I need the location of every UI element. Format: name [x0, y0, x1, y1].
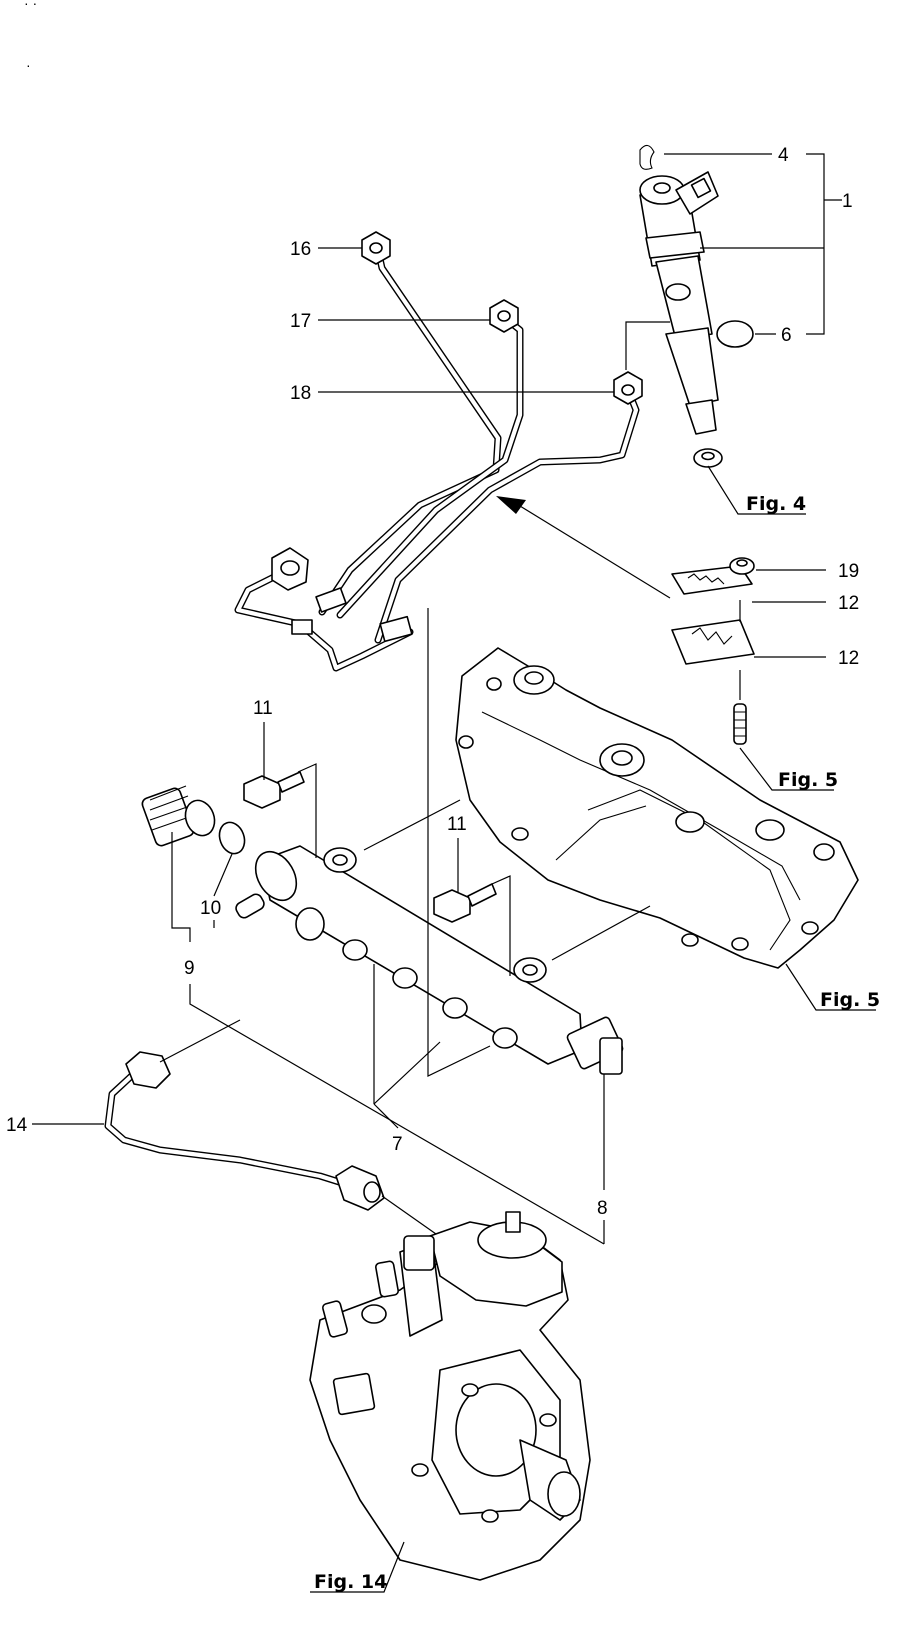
rail-end-cap	[254, 850, 298, 902]
injector-tip	[685, 399, 717, 435]
injection-pipes	[234, 231, 643, 672]
pump-bolt-1	[361, 1304, 387, 1324]
bracket-hole-5	[681, 933, 699, 947]
rail-outlet-4	[492, 1027, 518, 1049]
o-ring-part-10	[218, 821, 246, 855]
callout-8: 8	[597, 1198, 608, 1219]
callout-18: 18	[290, 383, 311, 404]
callout-17: 17	[290, 311, 311, 332]
pipe-clamp-3	[291, 619, 313, 635]
callout-9: 9	[184, 958, 195, 979]
injector-inlet-port	[665, 283, 691, 301]
injector-nozzle-body	[665, 327, 719, 407]
corner-mark-2: ·	[26, 57, 31, 73]
fig-ref-14[interactable]: Fig. 14	[314, 1571, 387, 1593]
rail-body	[261, 845, 583, 1065]
flange-bolt-11b	[433, 889, 471, 923]
pump-fitting-1	[375, 1260, 399, 1298]
injector-top-bore	[653, 182, 671, 194]
bracket-hole-1	[813, 843, 835, 861]
pump-name-plate	[332, 1372, 376, 1416]
injector-collar	[645, 231, 705, 259]
callout-4: 4	[778, 145, 789, 166]
pipe-clamp-1	[315, 587, 347, 613]
callout-10: 10	[200, 898, 221, 919]
plug-cap	[184, 799, 216, 837]
common-rail	[235, 845, 624, 1075]
callout-16: 16	[290, 239, 311, 260]
callout-11-upper: 11	[253, 698, 273, 719]
high-pressure-pump	[309, 1211, 591, 1581]
corner-mark-1: · ·	[24, 0, 37, 11]
bracket-hole-3	[458, 735, 474, 749]
fig-ref-5-upper[interactable]: Fig. 5	[778, 769, 838, 791]
sensor-connector-part-8	[599, 1037, 623, 1075]
stud-bolt	[733, 703, 747, 745]
fig-ref-4[interactable]: Fig. 4	[746, 493, 806, 515]
pump-shaft-end	[547, 1471, 581, 1517]
wire-clip-part-4	[639, 144, 655, 170]
clamp-plate-lower	[671, 619, 755, 665]
rail-boss-a	[295, 907, 325, 941]
injector-assembly	[639, 144, 754, 468]
clamp-set	[671, 557, 755, 745]
bracket-boss-3	[675, 811, 705, 833]
bracket-hole-2	[486, 677, 502, 691]
callout-7: 7	[392, 1134, 403, 1155]
washer-hole	[701, 451, 715, 461]
pump-flange-face	[455, 1383, 537, 1477]
bracket-hole-6	[731, 937, 749, 951]
bracket-outline	[455, 647, 859, 969]
rail-outlet-1	[342, 939, 368, 961]
callout-6: 6	[781, 325, 792, 346]
callout-19: 19	[838, 561, 859, 582]
pump-fitting-2	[322, 1300, 348, 1338]
rail-return-port	[235, 893, 265, 919]
rail-plug	[141, 785, 246, 855]
rail-bolts	[243, 771, 497, 923]
callout-11-lower: 11	[447, 814, 467, 835]
callout-12-upper: 12	[838, 593, 859, 614]
pipe-clamp-2	[379, 615, 413, 643]
rail-outlet-3	[442, 997, 468, 1019]
o-ring-part-6	[716, 320, 754, 348]
direction-arrow	[496, 496, 526, 514]
figure-references: Fig. 4 Fig. 5 Fig. 5 Fig. 14	[314, 493, 880, 1593]
bracket-hole-7	[801, 921, 819, 935]
clamp-plate-upper	[671, 565, 753, 595]
connector-socket	[690, 177, 712, 199]
callout-1: 1	[842, 191, 853, 212]
feed-pipe	[104, 1051, 385, 1211]
callout-12-lower: 12	[838, 648, 859, 669]
callout-labels: 4 1 6 16 17 18 19 12 12 11 11 10 9 7 8 1…	[6, 145, 859, 1219]
rail-outlet-2	[392, 967, 418, 989]
pump-valve-connector	[403, 1235, 435, 1271]
pump-top-stud	[505, 1211, 521, 1233]
bracket-hole-4	[511, 827, 529, 841]
engine-bracket	[455, 647, 859, 969]
feed-pipe-nut-1	[125, 1051, 171, 1089]
bracket-boss-4	[755, 819, 785, 841]
leader-lines	[32, 153, 876, 1593]
flange-bolt-11a	[243, 775, 281, 809]
callout-14: 14	[6, 1115, 28, 1136]
fig-ref-5-lower[interactable]: Fig. 5	[820, 989, 880, 1011]
